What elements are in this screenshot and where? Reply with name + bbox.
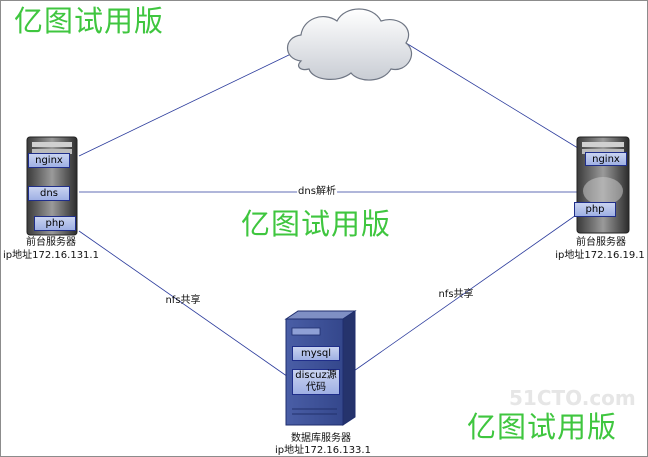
link-left-db [78,230,292,380]
link-label-nfs-right: nfs共享 [438,289,474,300]
server-name-right: 前台服务器 [576,237,626,248]
server-name-db: 数据库服务器 [291,433,351,444]
service-php-right: php [574,202,616,217]
service-discuz-source: discuz源代码 [292,369,340,395]
server-ip-right: ip地址172.16.19.1 [555,250,645,261]
link-cloud-right [405,42,587,154]
server-ip-left: ip地址172.16.131.1 [3,250,99,261]
link-left-cloud [78,52,294,157]
service-nginx-left: nginx [28,153,70,168]
service-php-left: php [34,216,76,231]
link-label-nfs-left: nfs共享 [165,295,201,306]
server-name-left: 前台服务器 [26,237,76,248]
watermark-top-left: 亿图试用版 [14,4,165,38]
link-right-db [350,212,580,374]
watermark-bottom-right: 亿图试用版 [467,410,618,444]
server-ip-db: ip地址172.16.133.1 [275,445,371,456]
watermark-center: 亿图试用版 [241,207,392,241]
link-label-dns: dns解析 [297,186,337,198]
service-nginx-right: nginx [585,152,627,166]
site-logo: 51CTO.com [509,386,636,410]
service-mysql: mysql [292,346,340,361]
service-dns-left: dns [28,186,70,201]
